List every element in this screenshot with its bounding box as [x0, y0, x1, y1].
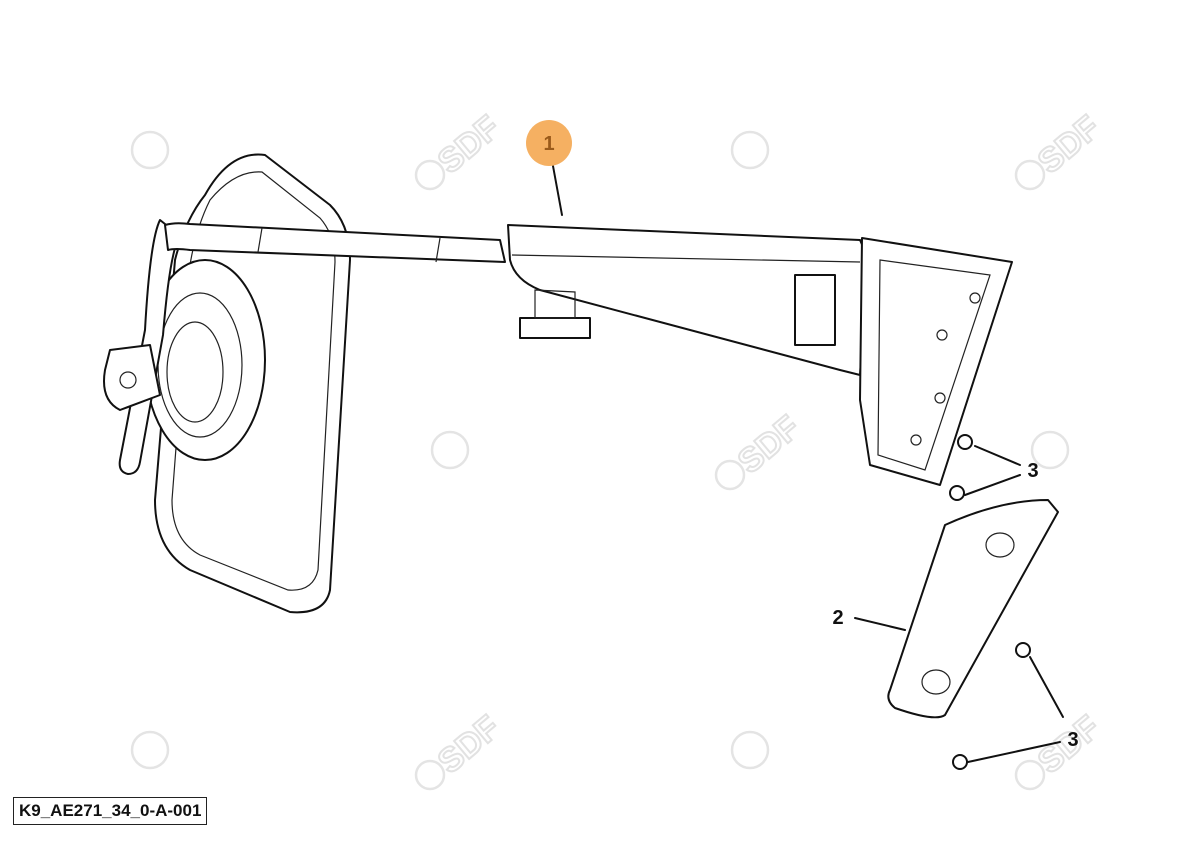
callout-3[interactable]: 3 [1027, 460, 1038, 482]
callout-2[interactable]: 2 [832, 607, 843, 629]
cover-plate [887, 499, 1059, 719]
mirror-arm [164, 222, 1013, 486]
callout-highlight-circle [526, 120, 572, 166]
callout-label: 1 [543, 133, 554, 155]
callout-3[interactable]: 3 [1067, 729, 1078, 751]
diagram-reference-code: K9_AE271_34_0-A-001 [13, 797, 208, 825]
leader-lines [552, 165, 1064, 763]
screws [949, 434, 1031, 770]
mirror-head [103, 153, 351, 614]
callout-1[interactable]: 1 [526, 120, 572, 166]
